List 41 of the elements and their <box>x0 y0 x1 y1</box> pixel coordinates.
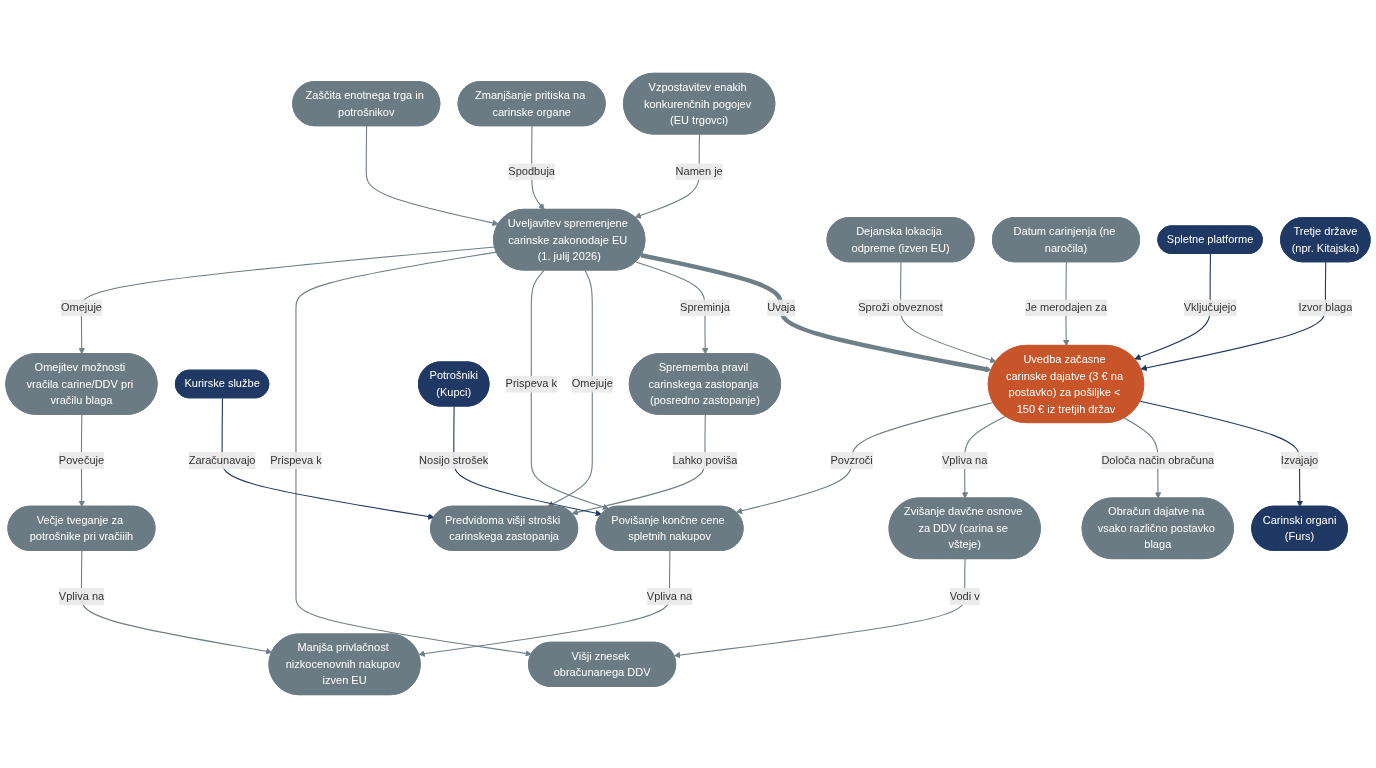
edge-label: Omejuje <box>571 377 613 390</box>
edge-label: Lahko poviša <box>672 453 738 466</box>
arrow <box>453 405 602 517</box>
edge-label: Spreminja <box>680 300 730 314</box>
edge-label: Omejuje <box>60 300 102 314</box>
arrow <box>295 251 532 657</box>
edge-label: Spodbuja <box>508 164 555 178</box>
arrow <box>1134 253 1211 361</box>
edge-label: Je merodajen za <box>1025 300 1107 314</box>
arrow <box>78 246 496 355</box>
edge-label: Prispeva k <box>505 377 558 390</box>
edge-label: Namen je <box>675 164 723 178</box>
edge-label: Nosijo strošek <box>419 453 489 466</box>
edge-label: Povzroči <box>830 453 873 466</box>
edge-label: Vpliva na <box>58 589 105 603</box>
edge-label: Sproži obveznost <box>858 300 943 314</box>
edge-label: Določa način obračuna <box>1101 453 1215 466</box>
edge-label: Vključujejo <box>1183 300 1237 314</box>
arrow <box>418 550 671 657</box>
arrow <box>1140 261 1327 372</box>
arrow <box>735 402 994 514</box>
arrow <box>221 397 435 520</box>
arrow <box>673 558 966 659</box>
arrow <box>640 253 992 373</box>
arrow <box>1139 400 1304 507</box>
arrow <box>530 269 610 511</box>
edge-label: Povečuje <box>58 453 105 466</box>
edge-label: Izvajajo <box>1280 453 1319 466</box>
arrow <box>571 414 706 516</box>
edge-label: Prispeva k <box>270 453 322 466</box>
arrow <box>900 261 997 363</box>
arrow <box>80 550 273 655</box>
edge-label: Vpliva na <box>646 589 693 603</box>
edge-label: Zaračunavajo <box>188 453 256 466</box>
edge-label: Uvaja <box>767 300 796 314</box>
edge-label: Izvor blaga <box>1298 300 1353 314</box>
edge-label: Vodi v <box>949 589 980 603</box>
arrow <box>634 133 701 219</box>
arrow <box>547 269 593 507</box>
edge-label: Vpliva na <box>942 453 988 466</box>
arrow <box>365 125 499 227</box>
